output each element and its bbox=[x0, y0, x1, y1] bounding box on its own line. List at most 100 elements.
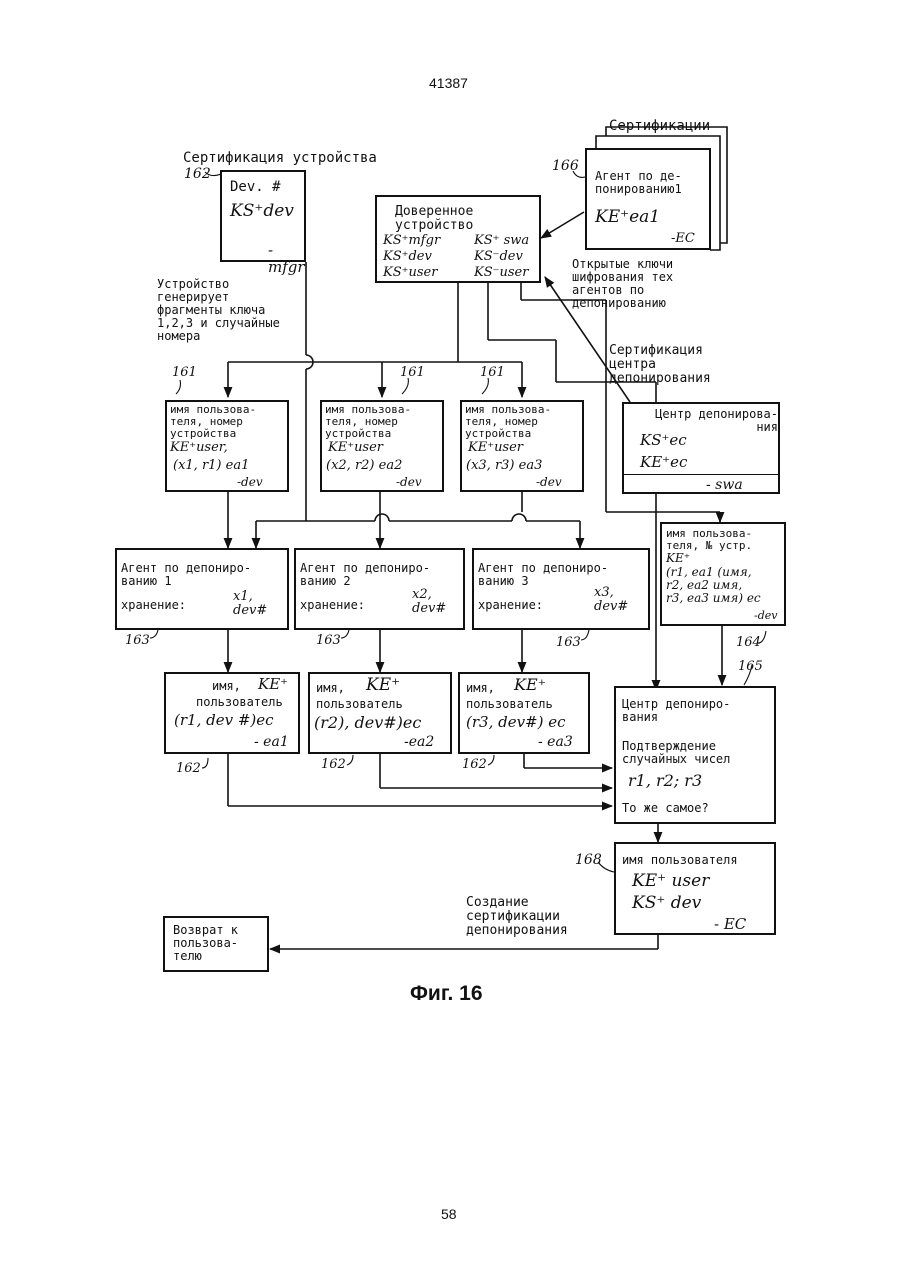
ref-163-a: 163 bbox=[125, 634, 150, 648]
agent-reply-head: имя, bbox=[316, 682, 345, 695]
agent-reply-head: имя, bbox=[212, 680, 241, 693]
trusted-key-swa: KS⁺ swa bbox=[474, 234, 529, 248]
escrow-agent-storage-label: хранение: bbox=[300, 599, 365, 612]
user-fragment-key: KE⁺user, bbox=[170, 441, 228, 455]
escrow-center-key-sign: KS⁺ec bbox=[640, 432, 687, 449]
user-fragment-signature: -dev bbox=[396, 476, 422, 489]
agent-reply-key: KE⁺ bbox=[258, 676, 288, 693]
escrow-agent-storage-value: x1, dev# bbox=[233, 590, 287, 618]
device-key: KS⁺dev bbox=[230, 202, 294, 221]
user-fragment-data: (x1, r1) ea1 bbox=[173, 459, 249, 473]
agent-reply-signature: -ea2 bbox=[404, 734, 434, 750]
agent-reply-sub: пользователь bbox=[316, 698, 403, 711]
patent-number: 41387 bbox=[429, 75, 468, 91]
center-message-title: имя пользова- теля, № устр. bbox=[666, 528, 752, 552]
user-fragment-box-2: имя пользова- теля, номер устройства KE⁺… bbox=[320, 400, 444, 492]
escrow-certificate-title: имя пользователя bbox=[622, 854, 738, 867]
agent-reply-key: KE⁺ bbox=[514, 676, 546, 694]
return-to-user-box: Возврат к пользова- телю bbox=[163, 916, 269, 972]
user-fragment-title: имя пользова- теля, номер устройства bbox=[465, 404, 551, 440]
agent-reply-signature: - ea3 bbox=[538, 734, 573, 750]
center-message-signature: -dev bbox=[754, 610, 777, 622]
escrow-agent-box-title: Агент по депониро- ванию 2 bbox=[300, 562, 430, 588]
ref-162-top: 162 bbox=[184, 166, 211, 182]
ref-161-b: 161 bbox=[400, 366, 425, 380]
escrow-center-key-enc: KE⁺ec bbox=[640, 454, 687, 471]
center-message-box: имя пользова- теля, № устр. KE⁺ (r1, ea1… bbox=[660, 522, 786, 626]
escrow-agent-box-3: Агент по депониро- ванию 3 хранение: x3,… bbox=[472, 548, 650, 630]
trusted-key-dev-public: KS⁺dev bbox=[383, 250, 432, 264]
ref-161-c: 161 bbox=[480, 366, 505, 380]
device-certification-label: Сертификация устройства bbox=[183, 150, 377, 166]
escrow-agent-signature: -EC bbox=[671, 232, 695, 246]
agent-reply-box-1: имя, KE⁺ пользователь (r1, dev #)ec - ea… bbox=[164, 672, 300, 754]
escrow-agent-storage-value: x3, dev# bbox=[594, 586, 648, 614]
ref-166: 166 bbox=[552, 158, 579, 174]
center-message-key: KE⁺ bbox=[666, 552, 690, 565]
trusted-key-user-public: KS⁺user bbox=[383, 266, 437, 280]
ref-162-b: 162 bbox=[321, 758, 346, 772]
escrow-agent-storage-label: хранение: bbox=[121, 599, 186, 612]
escrow-agent-key: KE⁺ea1 bbox=[595, 208, 660, 227]
agent-reply-signature: - ea1 bbox=[254, 734, 289, 750]
ref-168: 168 bbox=[575, 852, 602, 868]
center-certification-label: Сертификация центра депонирования bbox=[609, 344, 711, 386]
user-fragment-key: KE⁺user bbox=[328, 441, 383, 455]
return-to-user-text: Возврат к пользова- телю bbox=[173, 924, 238, 963]
escrow-agent-storage-label: хранение: bbox=[478, 599, 543, 612]
escrow-center-card-signature: - swa bbox=[706, 477, 743, 493]
ref-161-a: 161 bbox=[172, 366, 197, 380]
trusted-device-box: Доверенное устройство KS⁺mfgr KS⁺ swa KS… bbox=[375, 195, 541, 283]
device-signature: -mfgr bbox=[268, 242, 305, 276]
agent-reply-data: (r2), dev#)ec bbox=[314, 714, 421, 732]
escrow-agent-box-title: Агент по депониро- ванию 3 bbox=[478, 562, 608, 588]
ref-162-c: 162 bbox=[462, 758, 487, 772]
user-fragment-key: KE⁺user bbox=[468, 441, 523, 455]
device-number: Dev. # bbox=[230, 179, 281, 195]
escrow-certificate-box: имя пользователя KE⁺ user KS⁺ dev - EC bbox=[614, 842, 776, 935]
agent-reply-box-3: имя, KE⁺ пользователь (r3, dev#) ec - ea… bbox=[458, 672, 590, 754]
escrow-certificate-signature: - EC bbox=[714, 916, 746, 933]
agent-reply-sub: пользователь bbox=[196, 696, 283, 709]
agent-reply-data: (r3, dev#) ec bbox=[466, 714, 566, 731]
page-number: 58 bbox=[441, 1206, 457, 1222]
figure-caption: Фиг. 16 bbox=[410, 982, 483, 1006]
escrow-center-certificate-card: Центр депонирова- ния KS⁺ec KE⁺ec - swa bbox=[622, 402, 780, 494]
trusted-key-user-private: KS⁻user bbox=[474, 266, 528, 280]
trusted-key-dev-private: KS⁻dev bbox=[474, 250, 523, 264]
escrow-center-numbers: r1, r2; r3 bbox=[628, 772, 702, 790]
user-fragment-data: (x3, r3) ea3 bbox=[466, 459, 542, 473]
trusted-device-title: Доверенное устройство bbox=[395, 205, 473, 233]
agent-reply-sub: пользователь bbox=[466, 698, 553, 711]
agent-reply-data: (r1, dev #)ec bbox=[174, 712, 274, 729]
device-certificate-box: Dev. # KS⁺dev -mfgr bbox=[220, 170, 306, 262]
user-fragment-title: имя пользова- теля, номер устройства bbox=[170, 404, 256, 440]
user-fragment-title: имя пользова- теля, номер устройства bbox=[325, 404, 411, 440]
ref-165: 165 bbox=[738, 660, 763, 674]
ref-164: 164 bbox=[736, 636, 761, 650]
agent-reply-head: имя, bbox=[466, 682, 495, 695]
trusted-key-mfgr: KS⁺mfgr bbox=[383, 234, 440, 248]
open-keys-label: Открытые ключи шифрования тех агентов по… bbox=[572, 258, 673, 310]
device-generates-label: Устройство генерирует фрагменты ключа 1,… bbox=[157, 278, 280, 343]
center-message-body: (r1, ea1 (имя, r2, ea2 имя, r3, ea3 имя)… bbox=[666, 566, 761, 605]
escrow-center-box: Центр депониро- вания Подтверждение случ… bbox=[614, 686, 776, 824]
escrow-certificate-dev-key: KS⁺ dev bbox=[632, 894, 701, 913]
escrow-agent-storage-value: x2, dev# bbox=[412, 588, 463, 616]
escrow-agent-box-2: Агент по депониро- ванию 2 хранение: x2,… bbox=[294, 548, 465, 630]
agent-reply-key: KE⁺ bbox=[366, 676, 400, 695]
ref-163-b: 163 bbox=[316, 634, 341, 648]
escrow-agent-box-1: Агент по депониро- ванию 1 хранение: x1,… bbox=[115, 548, 289, 630]
user-fragment-signature: -dev bbox=[237, 476, 263, 489]
user-fragment-box-3: имя пользова- теля, номер устройства KE⁺… bbox=[460, 400, 584, 492]
escrow-center-title: Центр депониро- вания bbox=[622, 698, 730, 724]
escrow-center-confirm: Подтверждение случайных чисел bbox=[622, 740, 730, 766]
escrow-agent-title: Агент по де- понированию1 bbox=[595, 170, 682, 196]
escrow-agent-box-title: Агент по депониро- ванию 1 bbox=[121, 562, 251, 588]
user-fragment-data: (x2, r2) ea2 bbox=[326, 459, 402, 473]
ref-162-a: 162 bbox=[176, 762, 201, 776]
escrow-certificate-user-key: KE⁺ user bbox=[632, 872, 709, 891]
certifications-label: Сертификации bbox=[609, 118, 710, 134]
ref-163-c: 163 bbox=[556, 636, 581, 650]
user-fragment-box-1: имя пользова- теля, номер устройства KE⁺… bbox=[165, 400, 289, 492]
